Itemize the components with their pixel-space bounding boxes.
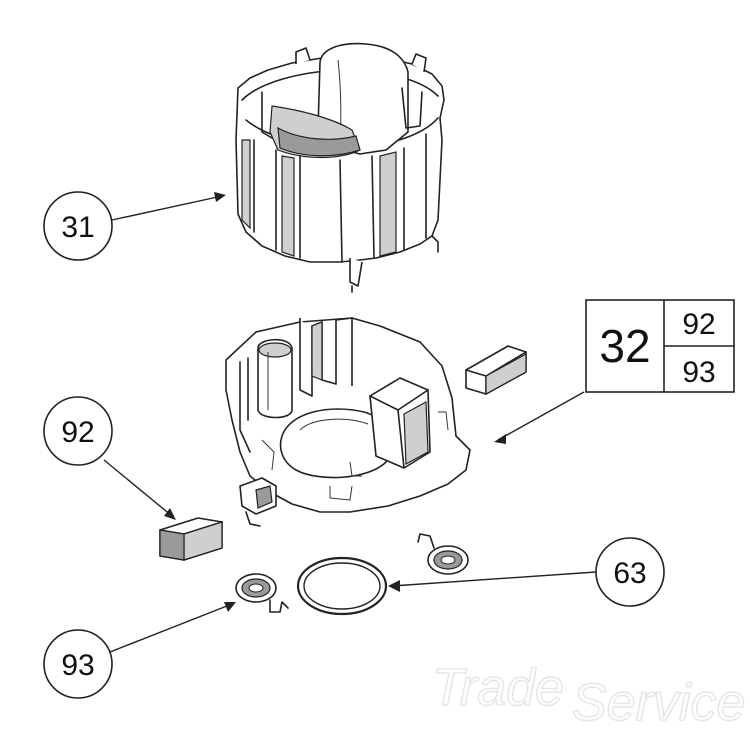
watermark: Trade Service <box>431 658 746 733</box>
callout-label-31: 31 <box>61 211 94 244</box>
callout-label-93: 93 <box>61 649 94 682</box>
callout-label-63: 63 <box>613 557 646 590</box>
arrowhead-93 <box>224 602 236 612</box>
kit-reference-box: 32 92 93 <box>494 299 735 444</box>
carbon-brush-icon-left <box>159 517 223 561</box>
leader-line-92 <box>103 459 173 517</box>
carbon-brush-icon <box>465 345 527 396</box>
callout-bubble-93 <box>43 629 113 699</box>
stator-housing-icon <box>235 42 445 293</box>
arrowhead-92 <box>164 508 176 520</box>
leader-line-32 <box>497 391 585 441</box>
callout-label-92: 92 <box>61 416 94 449</box>
callout-31: 31 <box>43 191 226 261</box>
kit-main-number: 32 <box>599 320 650 372</box>
watermark-word-2: Service <box>572 674 745 732</box>
arrowhead-63 <box>388 580 400 592</box>
kit-sub-number-bottom: 93 <box>682 356 715 389</box>
watermark-word-1: Trade <box>432 659 564 717</box>
leader-line-63 <box>391 571 597 587</box>
callout-93: 93 <box>43 602 236 699</box>
brush-holder-icon <box>225 317 471 527</box>
callout-63: 63 <box>388 537 665 607</box>
callout-92: 92 <box>43 396 176 520</box>
brush-spring-icon <box>235 533 469 613</box>
kit-sub-number-top: 92 <box>682 308 715 341</box>
callout-bubble-63 <box>595 537 665 607</box>
arrowhead-32 <box>494 434 506 444</box>
callout-bubble-92 <box>43 396 113 466</box>
leader-line-31 <box>111 195 223 221</box>
o-ring-icon <box>296 556 388 616</box>
leader-line-93 <box>109 603 233 653</box>
callout-bubble-31 <box>43 191 113 261</box>
arrowhead-31 <box>214 192 226 202</box>
